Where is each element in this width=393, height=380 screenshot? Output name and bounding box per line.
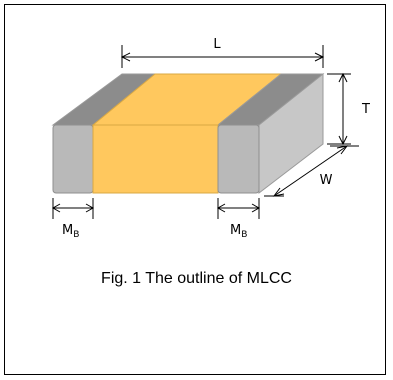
left-band-label: MB — [62, 223, 79, 240]
right-band-dimension — [216, 198, 261, 219]
figure-caption: Fig. 1 The outline of MLCC — [101, 270, 292, 287]
width-label: W — [320, 173, 333, 188]
thickness-dimension — [327, 72, 351, 146]
right-band-label: MB — [230, 223, 247, 240]
front-right-terminal — [217, 124, 260, 194]
thickness-label: T — [361, 102, 370, 117]
length-label: L — [213, 37, 221, 52]
width-dimension — [264, 145, 359, 197]
left-band-dimension — [51, 198, 95, 219]
front-ceramic-body — [92, 124, 219, 194]
length-dimension — [120, 45, 325, 68]
front-left-terminal — [52, 124, 94, 194]
